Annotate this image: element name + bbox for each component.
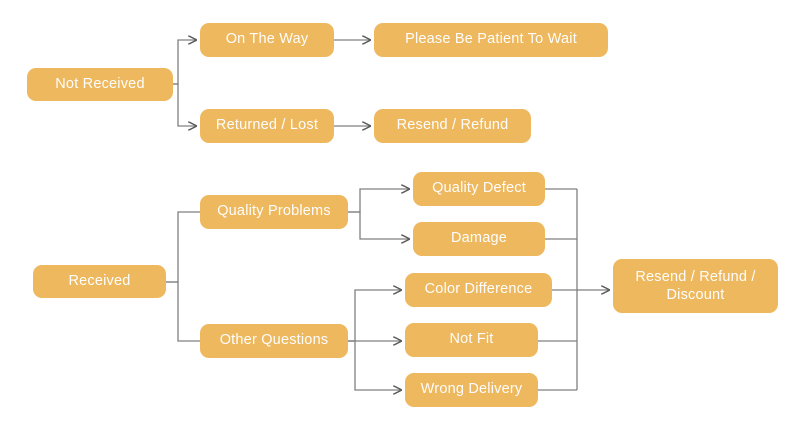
- node-label: Received: [68, 272, 131, 289]
- node-label: Not Fit: [449, 331, 494, 348]
- node-quality-defect[interactable]: Quality Defect: [413, 172, 545, 206]
- edge-not-received-to-returned-lost: [173, 83, 196, 126]
- node-label: Resend / Refund / Discount: [635, 268, 756, 303]
- edge-other-questions-to-color-difference: [348, 290, 401, 342]
- node-label: Damage: [450, 230, 507, 247]
- node-label: Quality Problems: [217, 203, 331, 220]
- node-resend-refund[interactable]: Resend / Refund: [374, 109, 531, 143]
- node-on-the-way[interactable]: On The Way: [200, 23, 334, 57]
- edge-other-questions-to-wrong-delivery: [348, 340, 401, 390]
- node-label: Please Be Patient To Wait: [405, 31, 577, 48]
- edge-received-to-other-questions: [166, 281, 200, 342]
- node-label: Quality Defect: [432, 180, 526, 197]
- node-label: Other Questions: [219, 332, 329, 349]
- node-label: Color Difference: [424, 281, 533, 298]
- edge-not-received-to-on-the-way: [173, 40, 196, 85]
- node-other-questions[interactable]: Other Questions: [200, 324, 348, 358]
- node-returned-lost[interactable]: Returned / Lost: [200, 109, 334, 143]
- node-label: Not Received: [55, 75, 145, 92]
- node-label: On The Way: [225, 31, 309, 48]
- node-color-difference[interactable]: Color Difference: [405, 273, 552, 307]
- node-wrong-delivery[interactable]: Wrong Delivery: [405, 373, 538, 407]
- edge-quality-problems-to-quality-defect: [348, 189, 409, 213]
- node-not-received[interactable]: Not Received: [27, 68, 173, 101]
- node-please-be-patient-to-wait[interactable]: Please Be Patient To Wait: [374, 23, 608, 57]
- node-not-fit[interactable]: Not Fit: [405, 323, 538, 357]
- edge-received-to-quality-problems: [166, 211, 200, 283]
- node-received[interactable]: Received: [33, 265, 166, 298]
- node-resend-refund-discount[interactable]: Resend / Refund / Discount: [613, 259, 778, 313]
- node-label: Returned / Lost: [215, 117, 319, 134]
- node-damage[interactable]: Damage: [413, 222, 545, 256]
- edge-quality-problems-to-damage: [348, 211, 409, 239]
- node-quality-problems[interactable]: Quality Problems: [200, 195, 348, 229]
- node-label: Wrong Delivery: [420, 381, 523, 398]
- node-label: Resend / Refund: [396, 117, 509, 134]
